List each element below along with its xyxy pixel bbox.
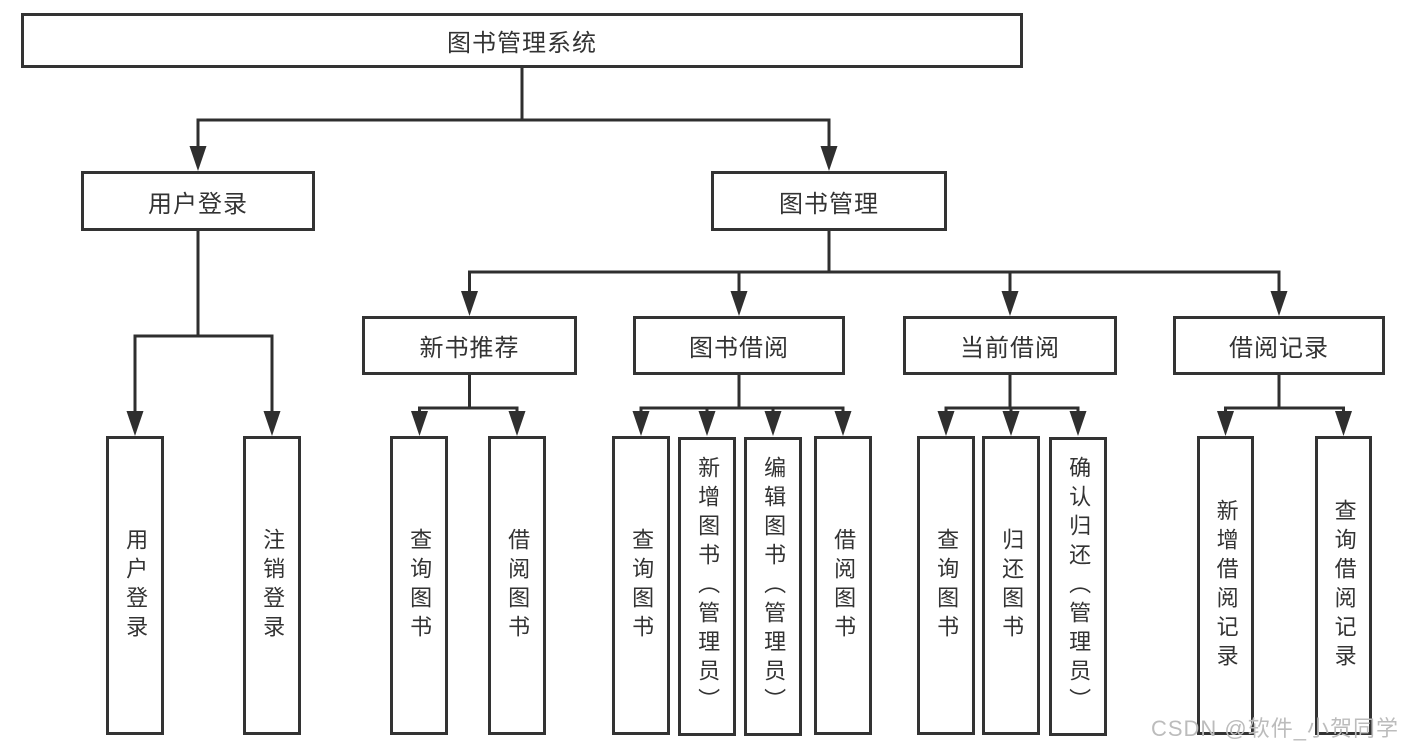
leaf-query-books-2: 查询图书 <box>612 436 670 735</box>
node-current-borrowing: 当前借阅 <box>903 316 1117 375</box>
leaf-logout: 注销登录 <box>243 436 301 735</box>
leaf-user-login: 用户登录 <box>106 436 164 735</box>
node-label: 图书借阅 <box>689 335 789 362</box>
leaf-label: 新增借阅记录 <box>1213 498 1239 673</box>
leaf-label: 查询图书 <box>407 527 433 644</box>
leaf-label: 编辑图书（管理员） <box>761 456 787 717</box>
leaf-confirm-return-admin: 确认归还（管理员） <box>1049 437 1107 736</box>
node-label: 新书推荐 <box>419 335 520 362</box>
node-book-borrowing: 图书借阅 <box>633 316 845 375</box>
node-label: 图书管理 <box>779 190 879 218</box>
leaf-query-books-3: 查询图书 <box>917 436 975 735</box>
node-borrowing-records: 借阅记录 <box>1173 316 1385 375</box>
leaf-edit-books-admin: 编辑图书（管理员） <box>744 437 802 736</box>
leaf-label: 归还图书 <box>999 527 1025 644</box>
leaf-add-borrow-record: 新增借阅记录 <box>1197 436 1254 735</box>
leaf-label: 借阅图书 <box>831 527 857 644</box>
node-label: 图书管理系统 <box>447 30 597 57</box>
leaf-label: 注销登录 <box>260 527 286 644</box>
node-label: 用户登录 <box>148 190 248 218</box>
leaf-add-books-admin: 新增图书（管理员） <box>678 437 736 736</box>
leaf-label: 确认归还（管理员） <box>1066 456 1092 717</box>
node-user-login: 用户登录 <box>81 171 315 231</box>
leaf-label: 查询借阅记录 <box>1331 498 1357 673</box>
leaf-query-borrow-record: 查询借阅记录 <box>1315 436 1372 735</box>
leaf-query-books-1: 查询图书 <box>390 436 448 735</box>
leaf-label: 新增图书（管理员） <box>695 456 721 717</box>
leaf-label: 借阅图书 <box>505 527 531 644</box>
node-library-system: 图书管理系统 <box>21 13 1023 68</box>
node-book-management: 图书管理 <box>711 171 947 231</box>
leaf-label: 用户登录 <box>123 527 149 644</box>
node-new-book-recommend: 新书推荐 <box>362 316 577 375</box>
leaf-label: 查询图书 <box>629 527 655 644</box>
leaf-borrow-books-2: 借阅图书 <box>814 436 872 735</box>
leaf-return-books: 归还图书 <box>982 436 1040 735</box>
leaf-borrow-books-1: 借阅图书 <box>488 436 546 735</box>
node-label: 当前借阅 <box>960 335 1060 362</box>
leaf-label: 查询图书 <box>934 527 960 644</box>
csdn-watermark: CSDN @软件_小贺同学 <box>1150 716 1399 741</box>
node-label: 借阅记录 <box>1229 335 1329 362</box>
